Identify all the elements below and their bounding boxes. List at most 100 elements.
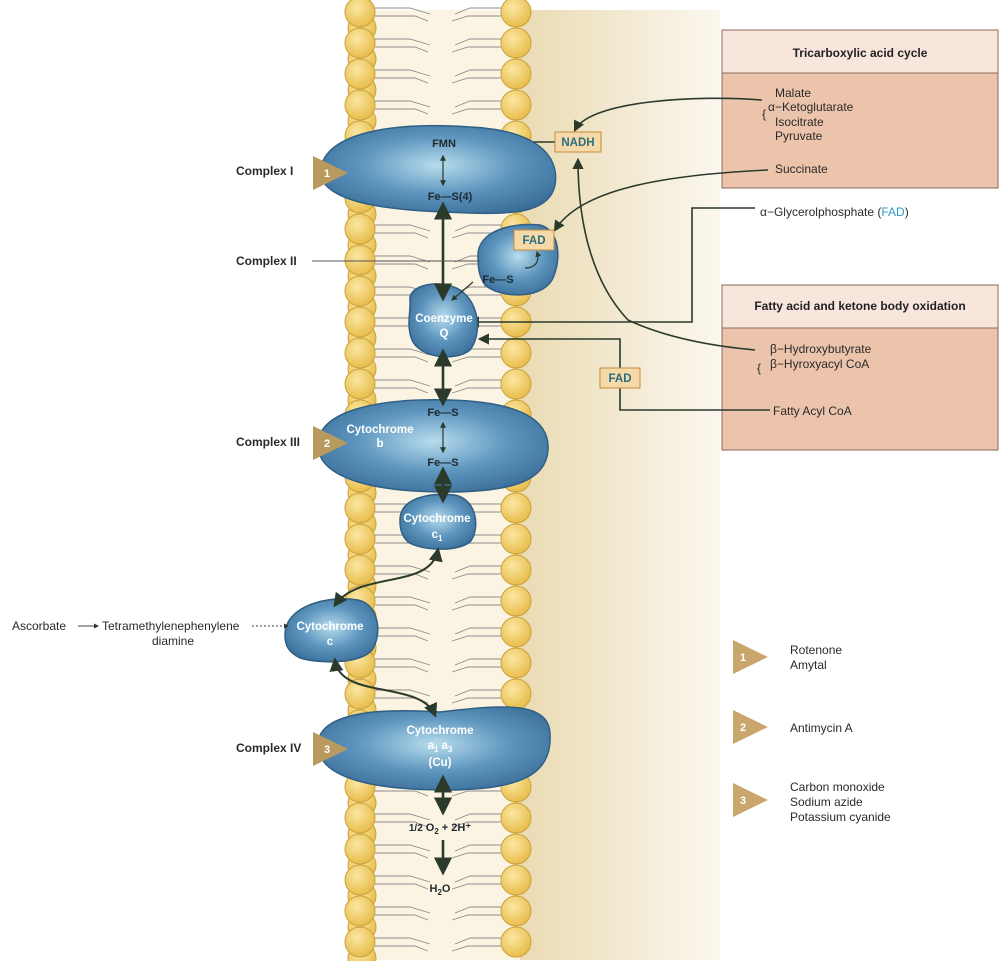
fad-label-lower: FAD xyxy=(609,373,632,385)
tca-brace: { xyxy=(762,107,766,121)
ascorbate-label: Ascorbate xyxy=(12,619,66,633)
inhibitor-1-number: 1 xyxy=(324,168,330,180)
cytaa3-sub1: 1 xyxy=(434,745,439,754)
tmpd-label-2: diamine xyxy=(152,634,194,648)
matrix-band xyxy=(520,10,720,960)
fes-c2-label: Fe—S xyxy=(482,274,513,286)
lipid-head xyxy=(345,28,375,58)
succinate-label: Succinate xyxy=(775,162,828,176)
inhibitor-2-number: 2 xyxy=(324,438,330,450)
lipid-head xyxy=(501,338,531,368)
fes-c3-bottom-label: Fe—S xyxy=(427,457,458,469)
lipid-head xyxy=(345,369,375,399)
fad-box-lower: FAD xyxy=(600,368,640,388)
fmn-label: FMN xyxy=(432,138,456,150)
lipid-head xyxy=(501,927,531,957)
complex-3-label: Complex III xyxy=(236,435,300,449)
cytc1-sub: 1 xyxy=(438,534,443,543)
lipid-head xyxy=(345,803,375,833)
lipid-head xyxy=(501,555,531,585)
lipid-head xyxy=(501,648,531,678)
tca-item: Malate xyxy=(775,86,811,100)
lipid-head xyxy=(501,865,531,895)
ascorbate-pathway: Ascorbate Tetramethylenephenylene diamin… xyxy=(12,619,288,648)
legend-text-2: Antimycin A xyxy=(790,721,853,735)
lipid-head xyxy=(345,338,375,368)
cytc-label-1: Cytochrome xyxy=(296,621,363,633)
legend-text-3a: Carbon monoxide xyxy=(790,780,885,794)
legend-item-1: 1 Rotenone Amytal xyxy=(733,640,842,674)
o2-frac: 1/2 xyxy=(409,823,423,834)
lipid-head xyxy=(345,276,375,306)
lipid-head xyxy=(345,214,375,244)
cytb-label-1: Cytochrome xyxy=(346,424,413,436)
fatty-acid-panel: Fatty acid and ketone body oxidation { β… xyxy=(722,285,998,450)
fad-box-complex2: FAD xyxy=(514,230,554,250)
cytaa3-sub2: 3 xyxy=(448,745,453,754)
lipid-head xyxy=(345,896,375,926)
o2-sub: 2 xyxy=(434,827,439,836)
legend-item-3: 3 Carbon monoxide Sodium azide Potassium… xyxy=(733,780,891,824)
h2o-h: H xyxy=(430,883,438,895)
h2o-o: O xyxy=(442,883,451,895)
tmpd-label-1: Tetramethylenephenylene xyxy=(102,619,240,633)
lipid-head xyxy=(501,896,531,926)
lipid-head xyxy=(345,307,375,337)
fatty-item: β−Hydroxybutyrate xyxy=(770,342,872,356)
glycerolphosphate-label: α−Glycerolphosphate (FAD) xyxy=(760,205,909,219)
lipid-head xyxy=(501,0,531,27)
cytc1-label-1: Cytochrome xyxy=(403,513,470,525)
cytaa3-label-1: Cytochrome xyxy=(406,725,473,737)
complex-2-label: Complex II xyxy=(236,254,297,268)
fes-c3-top-label: Fe—S xyxy=(427,407,458,419)
legend-text-3b: Sodium azide xyxy=(790,795,863,809)
legend-text-3c: Potassium cyanide xyxy=(790,810,891,824)
inhibitor-3-number: 3 xyxy=(324,744,330,756)
lipid-head xyxy=(345,245,375,275)
glycerol-prefix: α−Glycerolphosphate ( xyxy=(760,205,881,219)
fad-label-c2: FAD xyxy=(523,235,546,247)
fatty-title: Fatty acid and ketone body oxidation xyxy=(754,299,965,313)
lipid-head xyxy=(501,369,531,399)
tca-title: Tricarboxylic acid cycle xyxy=(793,46,928,60)
legend-num-3: 3 xyxy=(740,795,746,807)
nadh-box: NADH xyxy=(555,132,601,152)
cytb-label-2: b xyxy=(376,438,383,450)
cytaa3-label-3: (Cu) xyxy=(429,757,452,769)
legend-text-1b: Amytal xyxy=(790,658,827,672)
tca-item: Pyruvate xyxy=(775,129,823,143)
lipid-head xyxy=(501,834,531,864)
lipid-head xyxy=(345,927,375,957)
legend-item-2: 2 Antimycin A xyxy=(733,710,853,744)
lipid-head xyxy=(501,493,531,523)
tca-item: α−Ketoglutarate xyxy=(768,100,854,114)
lipid-head xyxy=(501,90,531,120)
lipid-head xyxy=(501,586,531,616)
complex-1-label: Complex I xyxy=(236,164,293,178)
legend-num-1: 1 xyxy=(740,652,746,664)
complex-4-label: Complex IV xyxy=(236,741,301,755)
lipid-head xyxy=(345,59,375,89)
nadh-label: NADH xyxy=(561,137,594,149)
lipid-head xyxy=(345,493,375,523)
lipid-head xyxy=(345,865,375,895)
lipid-head xyxy=(345,524,375,554)
coq-label-1: Coenzyme xyxy=(415,313,473,325)
lipid-head xyxy=(345,555,375,585)
fatty-brace: { xyxy=(757,361,761,375)
lipid-head xyxy=(501,679,531,709)
glycerol-suffix: ) xyxy=(905,205,909,219)
glycerol-fad: FAD xyxy=(881,205,905,219)
lipid-head xyxy=(345,834,375,864)
fatty-item: β−Hyroxyacyl CoA xyxy=(770,357,869,371)
tca-item: Isocitrate xyxy=(775,115,824,129)
lipid-head xyxy=(345,0,375,27)
lipid-head xyxy=(501,59,531,89)
tca-panel: Tricarboxylic acid cycle { Malate α−Keto… xyxy=(722,30,998,188)
o2-tail: + 2H⁺ xyxy=(442,822,472,834)
lipid-head xyxy=(345,90,375,120)
lipid-head xyxy=(501,803,531,833)
lipid-head xyxy=(501,28,531,58)
lipid-head xyxy=(501,617,531,647)
